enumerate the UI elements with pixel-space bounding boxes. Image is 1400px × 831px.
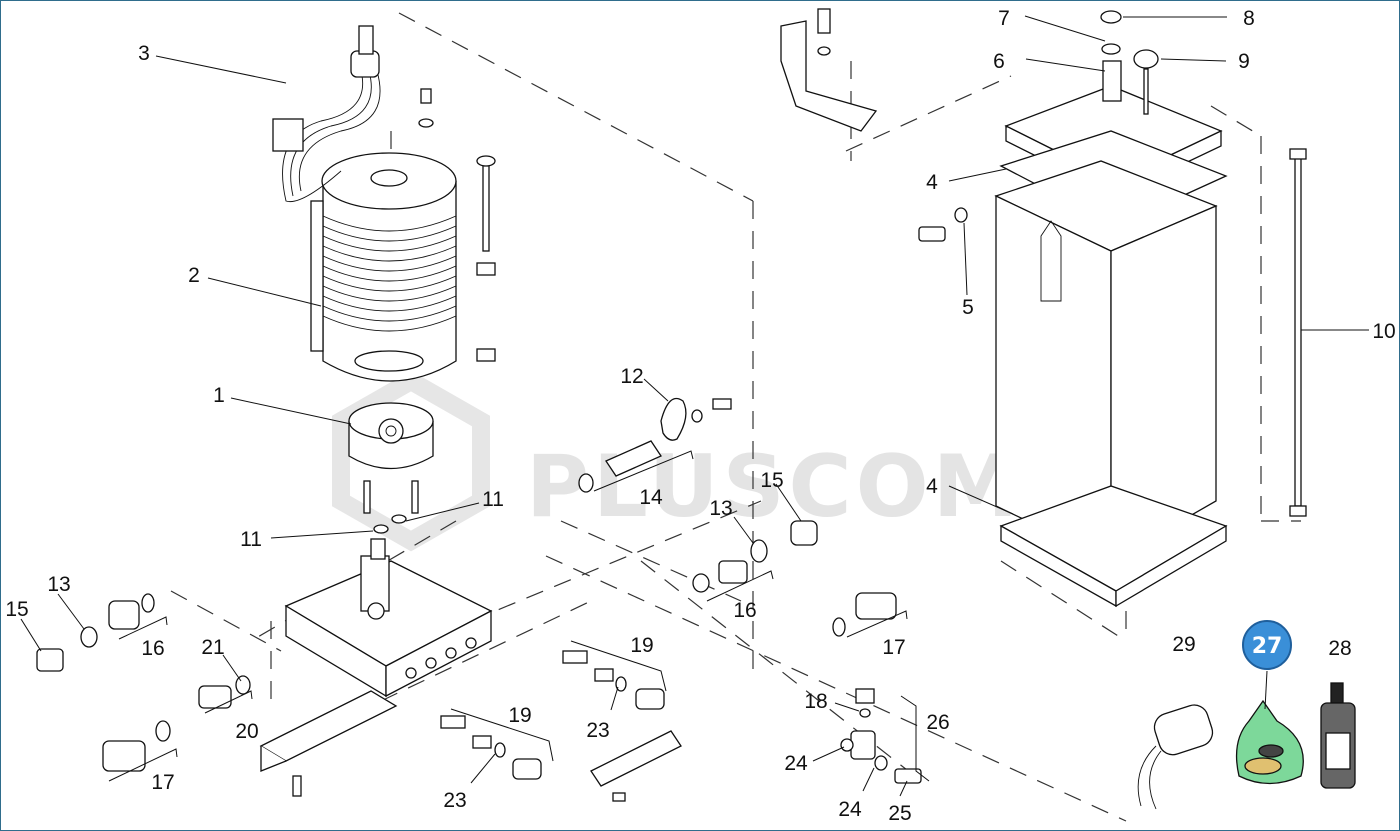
valve-assembly-19 — [440, 650, 682, 802]
callout-29: 29 — [1172, 633, 1195, 656]
callout-11-left: 11 — [240, 528, 262, 551]
callout-17-left: 17 — [151, 771, 174, 794]
callout-23-lower: 23 — [443, 789, 466, 812]
valve-block — [284, 538, 493, 698]
callout-8: 8 — [1243, 7, 1255, 30]
bottom-bracket — [259, 690, 398, 797]
callout-14: 14 — [639, 486, 663, 509]
callout-5: 5 — [962, 296, 974, 319]
callout-13-left: 13 — [47, 573, 70, 596]
oil-tank — [918, 10, 1228, 608]
callout-1: 1 — [213, 384, 225, 407]
callout-28: 28 — [1328, 637, 1351, 660]
motor-bolt — [418, 88, 496, 362]
callout-18: 18 — [804, 690, 827, 713]
watermark: PLUSCOM — [332, 370, 1022, 552]
watermark-text: PLUSCOM — [526, 437, 1022, 537]
callout-15-left: 15 — [5, 598, 28, 621]
badge-27-label: 27 — [1252, 634, 1283, 659]
callout-10: 10 — [1372, 320, 1395, 343]
callout-21: 21 — [201, 636, 224, 659]
callout-12: 12 — [620, 365, 643, 388]
callout-23-upper: 23 — [586, 719, 609, 742]
callout-4-upper: 4 — [926, 171, 938, 194]
callout-15-middle: 15 — [760, 469, 783, 492]
fitting-group-26 — [840, 688, 922, 784]
seal-kit-bag — [1235, 699, 1304, 785]
motor-cable — [272, 25, 381, 203]
middle-fittings — [578, 397, 897, 637]
callout-24-left: 24 — [784, 752, 808, 775]
callout-17-right: 17 — [882, 636, 905, 659]
callout-6: 6 — [993, 50, 1005, 73]
callout-19-upper: 19 — [630, 634, 653, 657]
callout-19-lower: 19 — [508, 704, 531, 727]
left-fittings — [36, 593, 251, 772]
pump-part — [348, 402, 434, 534]
badge-27: 27 — [1242, 620, 1292, 670]
leader-lines — [20, 15, 1369, 797]
top-bracket — [780, 8, 878, 132]
callout-3: 3 — [138, 42, 150, 65]
callout-7: 7 — [998, 7, 1010, 30]
motor-part — [310, 152, 457, 382]
callout-4-lower: 4 — [926, 475, 938, 498]
callout-labels: 3 2 1 11 11 12 14 13 15 16 13 15 16 21 2… — [5, 7, 1395, 825]
callout-26: 26 — [926, 711, 949, 734]
tie-rod — [1289, 148, 1307, 517]
callout-13-middle: 13 — [709, 497, 732, 520]
oil-bottle — [1320, 682, 1356, 789]
callout-24-bottom: 24 — [838, 798, 862, 821]
callout-16-middle: 16 — [733, 599, 756, 622]
callout-2: 2 — [188, 264, 200, 287]
callout-25: 25 — [888, 802, 911, 825]
callout-11-right: 11 — [482, 488, 504, 511]
callout-9: 9 — [1238, 50, 1250, 73]
capacitor-part — [1137, 704, 1214, 810]
callout-20: 20 — [235, 720, 258, 743]
group-brackets — [108, 450, 930, 782]
callout-16-left: 16 — [141, 637, 164, 660]
